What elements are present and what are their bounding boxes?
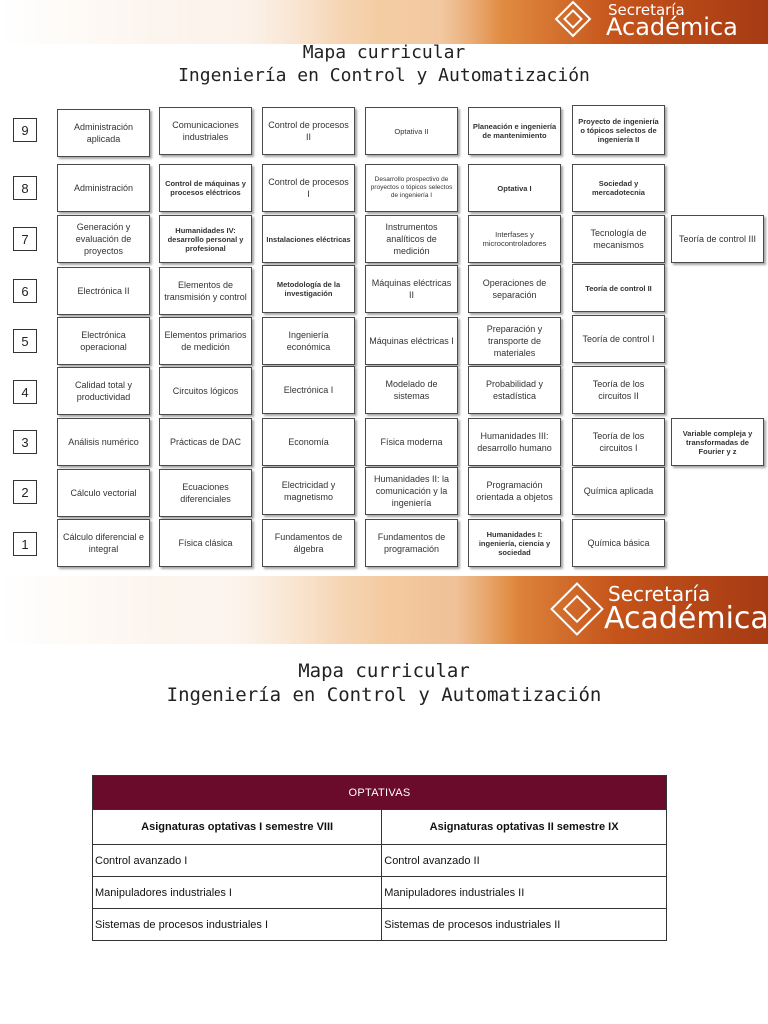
subject-box: Ingeniería económica	[262, 317, 355, 365]
subject-box: Administración	[57, 164, 150, 212]
subject-box: Humanidades II: la comunicación y la ing…	[365, 467, 458, 515]
subject-box: Operaciones de separación	[468, 265, 561, 313]
subject-box: Control de procesos I	[262, 164, 355, 212]
subject-box: Teoría de los circuitos I	[572, 418, 665, 466]
subject-box: Humanidades IV: desarrollo personal y pr…	[159, 215, 252, 263]
semester-label: 1	[13, 532, 37, 556]
subject-box: Electrónica II	[57, 267, 150, 315]
subject-box: Ecuaciones diferenciales	[159, 469, 252, 517]
subject-box: Teoría de control I	[572, 315, 665, 363]
page-title-line2: Ingeniería en Control y Automatización	[166, 684, 602, 706]
semester-label: 2	[13, 480, 37, 504]
subject-box: Instrumentos analíticos de medición	[365, 215, 458, 263]
subject-box: Programación orientada a objetos	[468, 467, 561, 515]
semester-label: 9	[13, 118, 37, 142]
table-cell: Sistemas de procesos industriales I	[91, 908, 383, 941]
semester-label: 8	[13, 176, 37, 200]
subject-box: Teoría de control III	[671, 215, 764, 263]
page-title-line1: Mapa curricular	[298, 660, 470, 682]
column-header: Asignaturas optativas I semestre VIII	[91, 809, 383, 845]
subject-box: Desarrollo prospectivo de proyectos o tó…	[365, 164, 458, 212]
semester-label: 7	[13, 227, 37, 251]
brand-line2: Académica	[604, 601, 768, 636]
subject-box: Optativa II	[365, 107, 458, 155]
subject-box: Generación y evaluación de proyectos	[57, 215, 150, 263]
subject-box: Fundamentos de programación	[365, 519, 458, 567]
subject-box: Planeación e ingeniería de mantenimiento	[468, 107, 561, 155]
subject-box: Física moderna	[365, 418, 458, 466]
subject-box: Electricidad y magnetismo	[262, 467, 355, 515]
table-row: Manipuladores industriales I Manipulador…	[91, 876, 667, 909]
subject-box: Análisis numérico	[57, 418, 150, 466]
semester-label: 3	[13, 430, 37, 454]
subject-box: Proyecto de ingeniería o tópicos selecto…	[572, 105, 665, 155]
table-cell: Manipuladores industriales I	[91, 876, 383, 909]
subject-box: Administración aplicada	[57, 109, 150, 157]
subject-box: Economía	[262, 418, 355, 466]
subject-box: Teoría de los circuitos II	[572, 366, 665, 414]
semester-label: 4	[13, 380, 37, 404]
subject-box: Humanidades I: ingeniería, ciencia y soc…	[468, 519, 561, 567]
subject-box: Modelado de sistemas	[365, 366, 458, 414]
subject-box: Circuitos lógicos	[159, 367, 252, 415]
second-banner: Secretaría Académica	[0, 576, 768, 644]
subject-box: Instalaciones eléctricas	[262, 215, 355, 263]
semester-label: 5	[13, 329, 37, 353]
subject-box: Fundamentos de álgebra	[262, 519, 355, 567]
table-cell: Control avanzado II	[381, 844, 667, 877]
subject-box: Física clásica	[159, 519, 252, 567]
table-row: Control avanzado I Control avanzado II	[91, 844, 667, 877]
column-header: Asignaturas optativas II semestre IX	[381, 809, 667, 845]
subject-box: Metodología de la investigación	[262, 265, 355, 313]
subject-box: Elementos primarios de medición	[159, 317, 252, 365]
page-title-line1: Mapa curricular	[302, 42, 466, 63]
brand-line2: Académica	[606, 13, 738, 41]
table-cell: Control avanzado I	[91, 844, 383, 877]
subject-box: Máquinas eléctricas II	[365, 265, 458, 313]
subject-box: Control de procesos II	[262, 107, 355, 155]
brand-line1: Secretaría	[608, 1, 685, 19]
subject-box: Control de máquinas y procesos eléctrico…	[159, 164, 252, 212]
subject-box: Preparación y transporte de materiales	[468, 317, 561, 365]
optativas-table: OPTATIVAS Asignaturas optativas I semest…	[91, 775, 667, 941]
table-cell: Sistemas de procesos industriales II	[381, 908, 667, 941]
table-cell: Manipuladores industriales II	[381, 876, 667, 909]
subject-box: Tecnología de mecanismos	[572, 215, 665, 263]
subject-box: Prácticas de DAC	[159, 418, 252, 466]
subject-box: Variable compleja y transformadas de Fou…	[671, 418, 764, 466]
page-title-line2: Ingeniería en Control y Automatización	[178, 65, 590, 86]
table-header: OPTATIVAS	[92, 775, 667, 810]
subject-box: Teoría de control II	[572, 264, 665, 312]
subject-box: Máquinas eléctricas I	[365, 317, 458, 365]
subject-box: Calidad total y productividad	[57, 367, 150, 415]
subject-box: Probabilidad y estadística	[468, 366, 561, 414]
subject-box: Cálculo vectorial	[57, 469, 150, 517]
subject-box: Interfases y microcontroladores	[468, 215, 561, 263]
subject-box: Química aplicada	[572, 467, 665, 515]
semester-label: 6	[13, 279, 37, 303]
subject-box: Elementos de transmisión y control	[159, 267, 252, 315]
subject-box: Optativa I	[468, 164, 561, 212]
subject-box: Cálculo diferencial e integral	[57, 519, 150, 567]
subject-box: Humanidades III: desarrollo humano	[468, 418, 561, 466]
subject-box: Electrónica I	[262, 366, 355, 414]
table-row: Sistemas de procesos industriales I Sist…	[91, 908, 667, 941]
subject-box: Electrónica operacional	[57, 317, 150, 365]
subject-box: Química básica	[572, 519, 665, 567]
brand-line1: Secretaría	[608, 582, 711, 606]
subject-box: Sociedad y mercadotecnia	[572, 164, 665, 212]
top-banner: Secretaría Académica	[0, 0, 768, 44]
subject-box: Comunicaciones industriales	[159, 107, 252, 155]
